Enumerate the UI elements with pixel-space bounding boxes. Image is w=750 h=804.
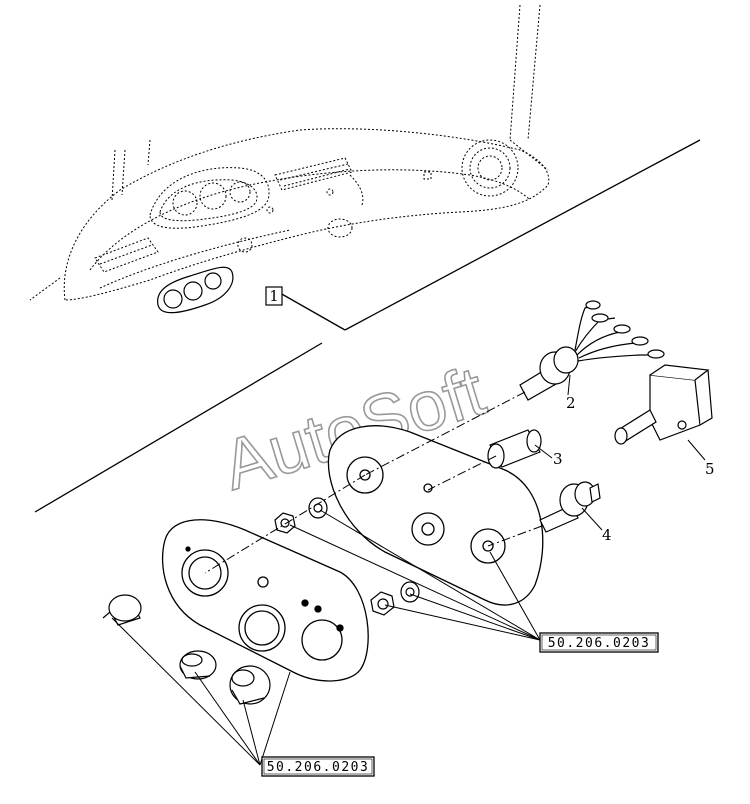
- callout-2: 2: [566, 394, 576, 412]
- nuts-washers: [274, 497, 420, 616]
- reference-box-right: 50.206.0203: [539, 632, 659, 653]
- knob-middle: [179, 650, 217, 680]
- part-4-switch: [539, 481, 601, 533]
- part-2-switch-harness: [519, 300, 665, 401]
- callout-1: 1: [265, 286, 283, 306]
- dashboard-assembly: [29, 4, 550, 301]
- callout-5: 5: [705, 460, 715, 478]
- reference-box-bottom: 50.206.0203: [261, 756, 375, 777]
- front-bezel-panel: [162, 519, 369, 682]
- dash-switch-panel: [157, 266, 234, 314]
- svg-text:50.206.0203: 50.206.0203: [267, 760, 370, 775]
- leader-lines: [111, 374, 706, 766]
- knob-left: [102, 594, 142, 626]
- part-5-rotary-switch: [614, 364, 713, 445]
- callout-4: 4: [602, 526, 612, 544]
- part-3-cylinder: [487, 429, 542, 469]
- callout-3: 3: [553, 450, 563, 468]
- alignment-lines: [204, 391, 543, 574]
- separator-lines: [34, 139, 701, 513]
- svg-text:1: 1: [269, 287, 279, 305]
- knob-right: [229, 665, 271, 705]
- rear-panel-plate: [327, 425, 544, 606]
- svg-text:50.206.0203: 50.206.0203: [548, 636, 651, 651]
